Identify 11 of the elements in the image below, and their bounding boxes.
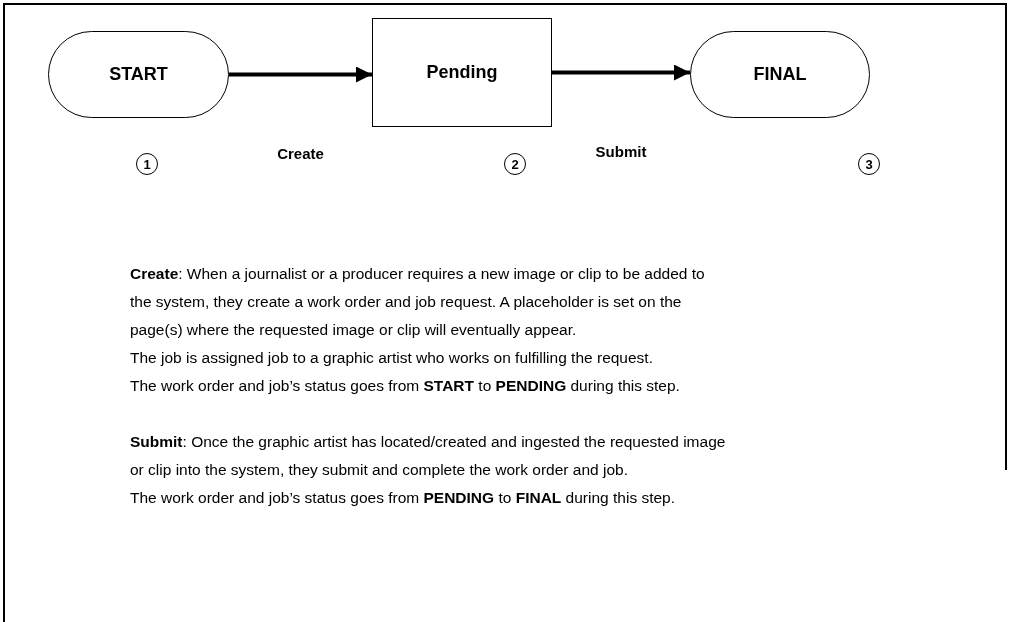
- arrow: [229, 66, 372, 83]
- node-label: FINAL: [753, 64, 807, 85]
- description-text: Create: When a journalist or a producer requires a new image or clip to be added to the system, they create a work order and job request. A placeholder is set on the page(s) where the requested image or clip will eventually appear.: [130, 264, 706, 340]
- description-text: The work order and job’s status goes from START to PENDING during this step.: [130, 376, 681, 396]
- description-text: The work order and job’s status goes from PENDING to FINAL during this step.: [130, 488, 677, 508]
- node-label: START: [109, 64, 168, 85]
- description-text: The job is assigned job to a graphic artist who works on fulfilling the request.: [130, 348, 654, 368]
- description-text: Submit: Once the graphic artist has located/created and ingested the requested image or clip into the system, they submit and complete the work order and job.: [130, 432, 727, 480]
- node-label: Pending: [426, 62, 498, 83]
- process-box: [372, 18, 552, 127]
- arrow: [552, 64, 690, 81]
